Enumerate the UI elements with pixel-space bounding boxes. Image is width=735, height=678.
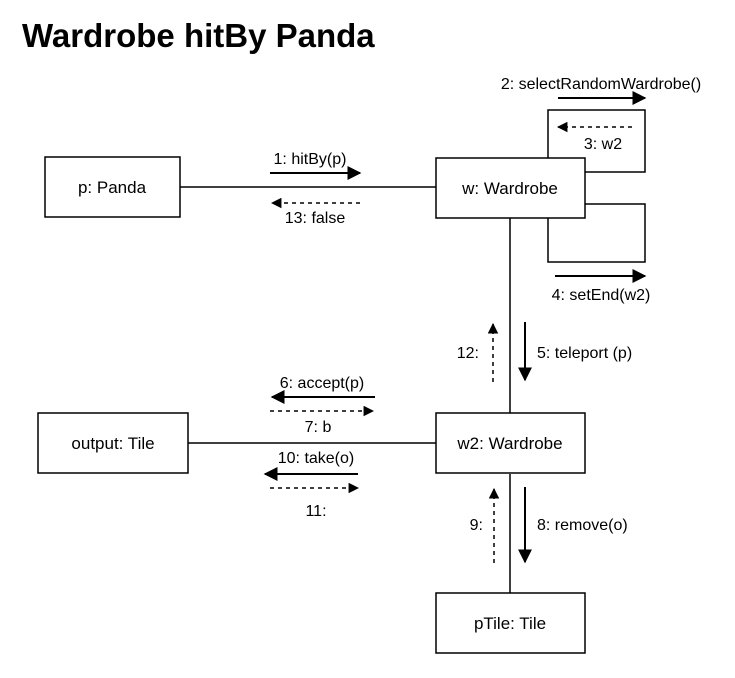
message-1-label: 1: hitBy(p) — [274, 151, 347, 168]
object-ptile: pTile: Tile — [435, 592, 586, 654]
object-wardrobe-label: w: Wardrobe — [461, 179, 558, 198]
object-output-tile-label: output: Tile — [71, 434, 154, 453]
message-7-label: 7: b — [305, 419, 332, 436]
object-panda-label: p: Panda — [78, 178, 147, 197]
diagram-title: Wardrobe hitBy Panda — [22, 17, 375, 54]
object-wardrobe: w: Wardrobe — [435, 157, 586, 219]
self-link-top — [547, 109, 646, 173]
object-wardrobe2: w2: Wardrobe — [435, 412, 586, 474]
message-5-label: 5: teleport (p) — [537, 345, 632, 362]
message-10-label: 10: take(o) — [278, 450, 354, 467]
message-12-label: 12: — [457, 345, 479, 362]
message-3-label: 3: w2 — [584, 136, 622, 153]
message-11-label: 11: — [305, 503, 326, 520]
message-8-label: 8: remove(o) — [537, 517, 628, 534]
message-9-label: 9: — [470, 517, 483, 534]
object-ptile-label: pTile: Tile — [474, 614, 546, 633]
message-13-label: 13: false — [285, 210, 346, 227]
object-panda: p: Panda — [44, 156, 181, 218]
message-4-label: 4: setEnd(w2) — [552, 287, 651, 304]
object-output-tile: output: Tile — [37, 412, 189, 474]
message-6-label: 6: accept(p) — [280, 375, 364, 392]
self-link-bottom — [547, 203, 646, 263]
object-wardrobe2-label: w2: Wardrobe — [456, 434, 562, 453]
message-2-label: 2: selectRandomWardrobe() — [501, 76, 701, 93]
